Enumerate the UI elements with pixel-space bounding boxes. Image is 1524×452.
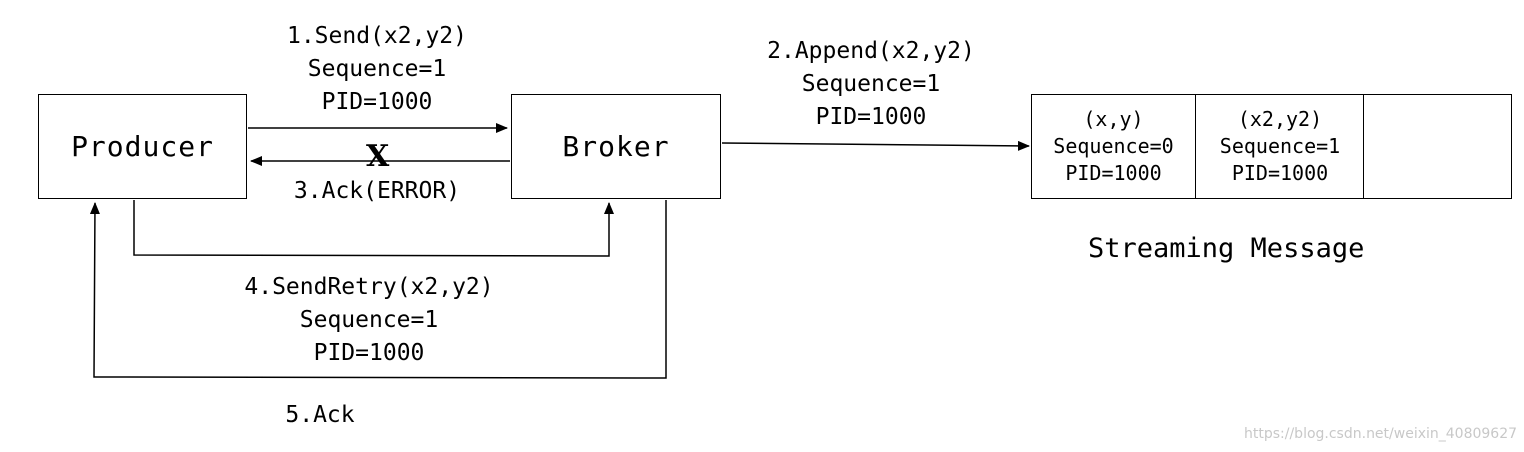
- send-label-line: Sequence=1: [307, 56, 447, 82]
- broker-node: Broker: [511, 94, 721, 199]
- send-retry-arrow: [133, 200, 614, 257]
- send-retry-label-line: PID=1000: [313, 340, 425, 366]
- append-label-line: PID=1000: [815, 104, 927, 130]
- stream-cell-pid: PID=1000: [1231, 161, 1329, 185]
- append-label: 2.Append(x2,y2) Sequence=1 PID=1000: [740, 35, 1002, 134]
- stream-cell-divider: [1195, 95, 1196, 198]
- append-arrow: [721, 140, 1030, 151]
- stream-cell-pid: PID=1000: [1065, 161, 1162, 185]
- stream-cell-sequence: Sequence=0: [1053, 134, 1174, 158]
- stream-cell: (x,y) Sequence=0 PID=1000: [1032, 95, 1195, 198]
- stream-cell-divider: [1363, 95, 1364, 198]
- ack-arrow: [89, 200, 667, 379]
- watermark: https://blog.csdn.net/weixin_40809627: [1244, 426, 1518, 442]
- send-label: 1.Send(x2,y2) Sequence=1 PID=1000: [262, 20, 492, 119]
- producer-node: Producer: [38, 94, 247, 199]
- stream-table: (x,y) Sequence=0 PID=1000 (x2,y2) Sequen…: [1031, 94, 1512, 199]
- stream-cell-sequence: Sequence=1: [1219, 134, 1341, 158]
- failure-x-icon: X: [366, 139, 390, 174]
- stream-cell-value: (x2,y2): [1237, 107, 1323, 131]
- producer-label: Producer: [71, 130, 214, 163]
- stream-cell-empty: [1365, 95, 1511, 198]
- append-label-line: Sequence=1: [801, 71, 941, 97]
- stream-cell: (x2,y2) Sequence=1 PID=1000: [1197, 95, 1363, 198]
- stream-caption: Streaming Message: [1088, 233, 1365, 264]
- ack-label: 5.Ack: [285, 402, 355, 428]
- send-retry-label-line: 4.SendRetry(x2,y2): [244, 274, 494, 300]
- send-retry-label: 4.SendRetry(x2,y2) Sequence=1 PID=1000: [210, 271, 528, 370]
- broker-label: Broker: [562, 130, 670, 163]
- send-label-line: PID=1000: [321, 89, 433, 115]
- append-label-line: 2.Append(x2,y2): [767, 38, 975, 64]
- send-label-line: 1.Send(x2,y2): [286, 23, 467, 49]
- ack-error-label: 3.Ack(ERROR): [293, 178, 461, 204]
- stream-cell-value: (x,y): [1083, 107, 1144, 131]
- send-retry-label-line: Sequence=1: [299, 307, 439, 333]
